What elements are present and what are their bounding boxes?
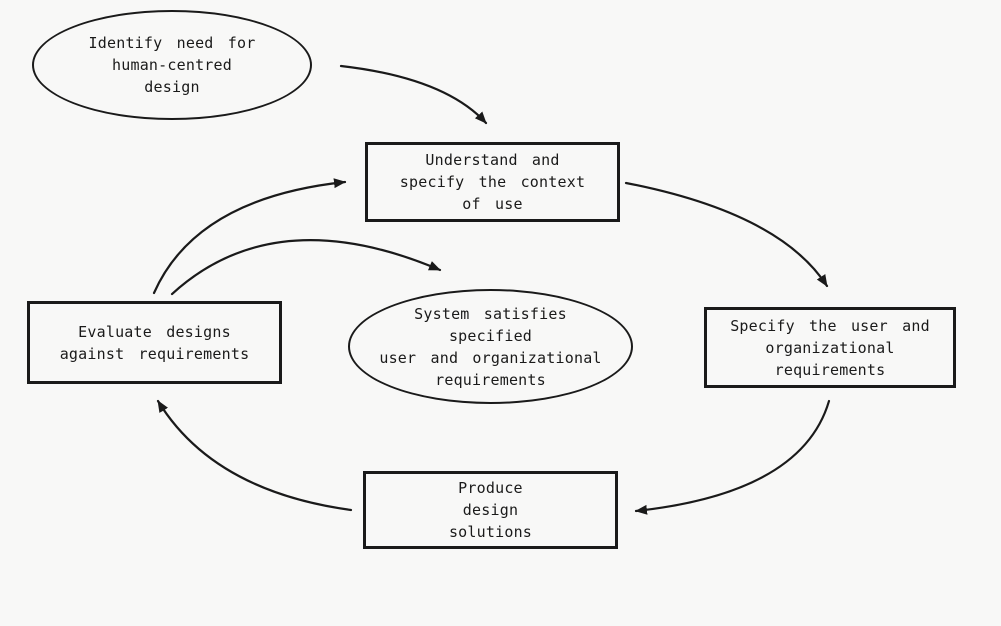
node-specify-requirements-label: Specify the user and organizational requ…	[730, 316, 930, 379]
node-system-satisfies: System satisfies specified user and orga…	[348, 289, 633, 404]
arrow-understand-to-specify	[624, 181, 829, 288]
arrow-identify-to-understand	[339, 64, 488, 125]
node-produce-solutions-label: Produce design solutions	[448, 479, 533, 541]
arrow-evaluate-to-system	[170, 239, 442, 296]
node-produce-solutions: Produce design solutions	[363, 471, 618, 549]
arrow-produce-to-evaluate	[156, 399, 353, 512]
node-identify-need: Identify need for human-centred design	[32, 10, 312, 120]
node-specify-requirements: Specify the user and organizational requ…	[704, 307, 956, 388]
node-evaluate-designs: Evaluate designs against requirements	[27, 301, 282, 384]
node-identify-need-label: Identify need for human-centred design	[88, 34, 256, 96]
node-understand-context-label: Understand and specify the context of us…	[399, 151, 586, 213]
arrow-specify-to-produce	[634, 399, 831, 515]
arrow-evaluate-to-understand	[152, 178, 347, 295]
node-understand-context: Understand and specify the context of us…	[365, 142, 620, 222]
node-system-satisfies-label: System satisfies specified user and orga…	[379, 304, 602, 389]
node-evaluate-designs-label: Evaluate designs against requirements	[59, 322, 250, 363]
